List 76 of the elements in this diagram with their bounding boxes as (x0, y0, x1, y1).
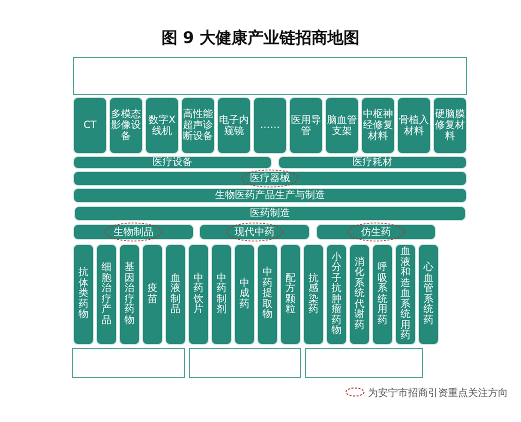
category-label: CT (83, 120, 97, 131)
category-label: 血液和造血系统用药 (400, 247, 410, 342)
category-label: 血液制品 (170, 274, 180, 316)
category-label: 抗体类药物 (78, 268, 88, 321)
category-label: 中药饮片 (194, 274, 204, 316)
category-label: 中成药 (240, 278, 250, 310)
category-column (303, 244, 324, 345)
category-column (418, 244, 439, 345)
category-label: 抗感染药 (308, 274, 318, 316)
category-box (181, 97, 215, 154)
category-box (316, 224, 436, 240)
category-column (96, 244, 117, 345)
category-column (280, 244, 301, 345)
category-label: 基因治疗药物 (124, 263, 134, 326)
category-label: 中药提取物 (262, 268, 272, 321)
category-box (73, 171, 467, 186)
list-box (72, 348, 185, 378)
list-box (73, 57, 467, 95)
diagram-title: 图 9 大健康产业链招商地图 (160, 28, 361, 49)
legend-label: 为安宁市招商引资重点关注方向 (368, 386, 508, 400)
category-box (73, 224, 194, 240)
category-label: 医疗设备 (152, 157, 192, 168)
category-label: 高性能超声诊断设备 (182, 109, 214, 142)
category-box (145, 97, 179, 154)
category-box (73, 188, 467, 203)
category-column (188, 244, 209, 345)
category-label: …… (260, 120, 280, 131)
category-label: 配方颗粒 (286, 274, 296, 316)
category-box (433, 97, 467, 154)
category-box (289, 97, 323, 154)
category-column (234, 244, 255, 345)
category-label: 生物制品 (114, 226, 154, 238)
category-label: 呼吸系统用药 (378, 263, 388, 326)
category-label: 多模态影像设备 (110, 109, 142, 142)
category-box (253, 97, 287, 154)
category-column (257, 244, 278, 345)
category-column (119, 244, 140, 345)
category-label: 中枢神经修复材料 (362, 109, 394, 142)
category-label: 医疗器械 (250, 173, 290, 184)
list-box (189, 348, 301, 378)
category-label: 心血管系统药 (424, 263, 434, 326)
list-box (305, 348, 423, 378)
category-label: 硬脑膜修复材料 (434, 109, 466, 142)
category-label: 医药制造 (250, 208, 290, 219)
category-box (74, 206, 466, 221)
category-label: 电子内窥镜 (218, 114, 250, 136)
category-box (73, 156, 272, 169)
category-label: 小分子抗肿瘤药物 (332, 252, 342, 336)
category-label: 现代中药 (234, 226, 274, 238)
category-label: 生物医药产品生产与制造 (215, 190, 325, 201)
category-label: 医用导管 (290, 114, 322, 136)
category-column (372, 244, 393, 345)
category-column (326, 244, 347, 345)
category-label: 骨植入材料 (398, 114, 430, 136)
category-box (199, 224, 310, 240)
category-column (73, 244, 94, 345)
category-column (211, 244, 232, 345)
category-label: 细胞治疗产品 (102, 263, 112, 326)
category-label: 数字X线机 (148, 114, 176, 136)
category-label: 中药制剂 (216, 274, 226, 316)
category-box (361, 97, 395, 154)
category-box (397, 97, 431, 154)
category-box (217, 97, 251, 154)
category-label: 脑血管支架 (326, 114, 358, 136)
category-box (109, 97, 143, 154)
category-label: 医疗耗材 (352, 157, 392, 168)
category-box (325, 97, 359, 154)
category-label: 消化系统代谢药 (354, 258, 364, 332)
category-column (165, 244, 186, 345)
category-box (278, 156, 467, 169)
category-column (349, 244, 370, 345)
category-box (73, 97, 107, 154)
category-label: 仿生药 (361, 226, 391, 238)
category-label: 疫苗 (148, 284, 158, 305)
category-column (142, 244, 163, 345)
category-column (395, 244, 416, 345)
